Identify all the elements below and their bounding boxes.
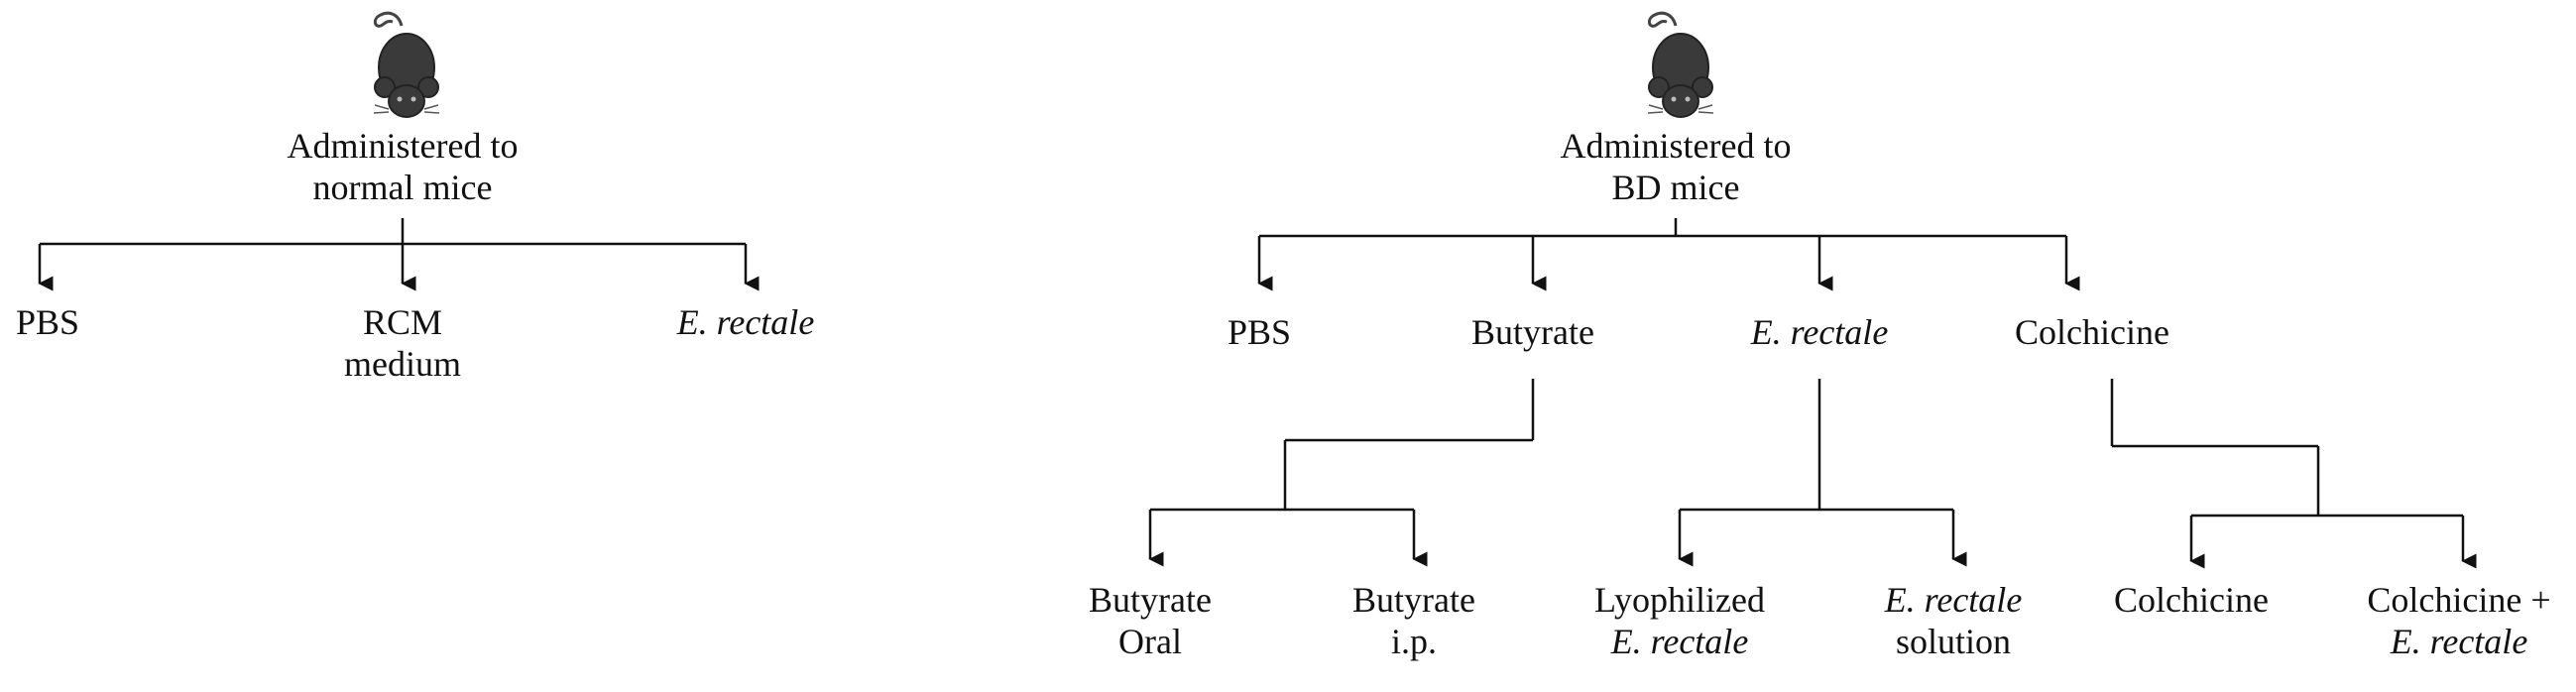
- sub-butyrate-ip-line2: i.p.: [1390, 622, 1437, 661]
- sub-butyrate-oral-line2: Oral: [1118, 622, 1182, 661]
- sub-butyrate-oral: Butyrate Oral: [1071, 579, 1229, 662]
- sub-colchicine-erectale: Colchicine + E. rectale: [2342, 579, 2576, 662]
- sub-butyrate-oral-line1: Butyrate: [1089, 580, 1212, 620]
- right-group-erectale: E. rectale: [1750, 312, 1889, 352]
- sub-lyophilized: Lyophilized E. rectale: [1581, 579, 1779, 662]
- mouse-icon: [373, 11, 440, 118]
- sub-lyophilized-line1: Lyophilized: [1594, 580, 1765, 620]
- sub-erectale-solution-line1: E. rectale: [1884, 580, 2023, 620]
- left-root-label: Administered to normal mice: [244, 125, 561, 208]
- sub-colchicine-erectale-line2: E. rectale: [2390, 622, 2528, 661]
- left-group-erectale: E. rectale: [676, 302, 815, 342]
- right-group-butyrate: Butyrate: [1471, 312, 1594, 352]
- left-group-rcm-line1: RCM: [362, 302, 443, 342]
- left-root-line1: Administered to: [287, 126, 519, 166]
- sub-lyophilized-line2: E. rectale: [1610, 622, 1749, 661]
- sub-colchicine: Colchicine: [2114, 580, 2269, 620]
- left-group-rcm-line2: medium: [344, 344, 461, 384]
- sub-erectale-solution: E. rectale solution: [1864, 579, 2043, 662]
- left-root-line2: normal mice: [312, 168, 493, 207]
- sub-erectale-solution-line2: solution: [1895, 622, 2011, 661]
- left-group-pbs: PBS: [15, 302, 80, 342]
- sub-butyrate-ip: Butyrate i.p.: [1335, 579, 1493, 662]
- right-root-line1: Administered to: [1560, 126, 1792, 166]
- right-root-line2: BD mice: [1611, 168, 1740, 207]
- right-root-label: Administered to BD mice: [1517, 125, 1834, 208]
- right-group-pbs: PBS: [1227, 312, 1292, 352]
- sub-colchicine-erectale-line1: Colchicine +: [2367, 580, 2551, 620]
- mouse-icon: [1647, 11, 1714, 118]
- right-group-colchicine: Colchicine: [2015, 312, 2169, 352]
- left-group-rcm: RCM medium: [323, 301, 482, 385]
- sub-butyrate-ip-line1: Butyrate: [1352, 580, 1475, 620]
